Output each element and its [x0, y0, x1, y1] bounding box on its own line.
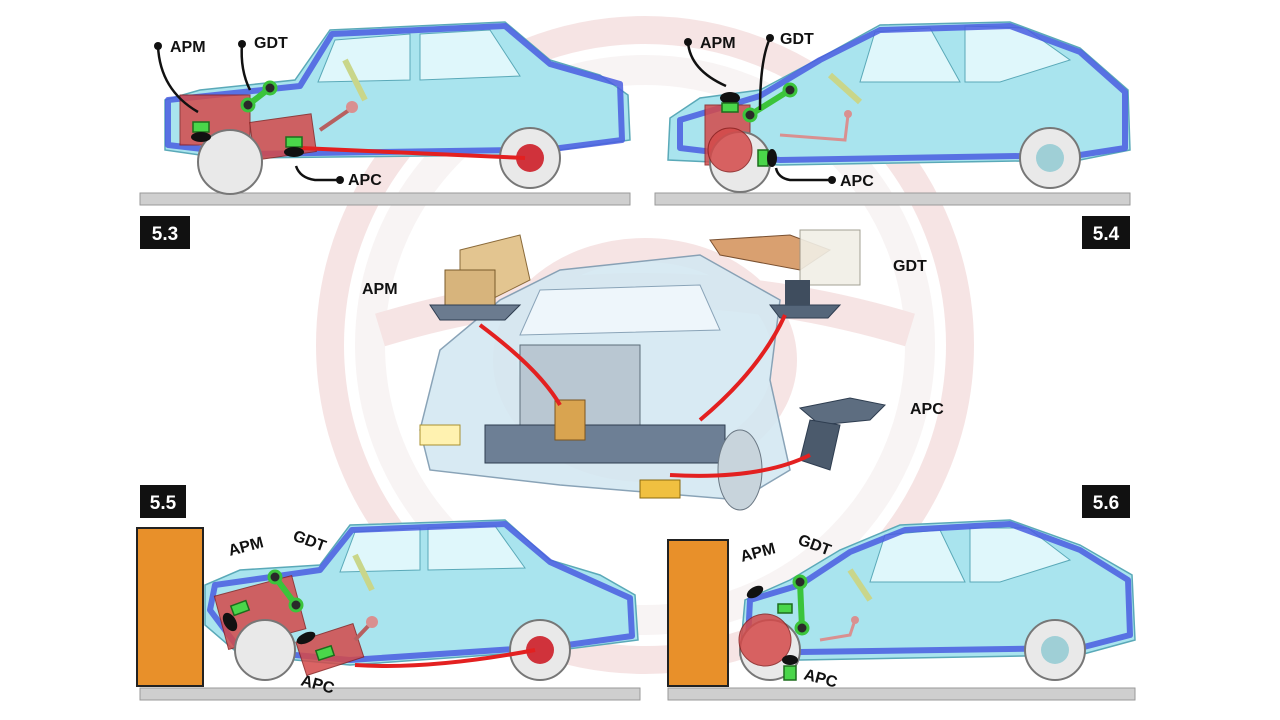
apc-mount — [314, 644, 336, 662]
road-strip — [139, 192, 631, 206]
apm-mount — [192, 121, 210, 133]
apc-mount-base — [296, 631, 316, 645]
panel-number: 5.6 — [1093, 493, 1119, 514]
label-apm: APM — [739, 540, 778, 566]
gdt-center-part — [554, 399, 586, 441]
label-apm: APM — [700, 35, 736, 52]
label-apc: APC — [910, 401, 944, 418]
gear-lever — [318, 106, 354, 132]
panel-5-5: APM GDT APC 5.5 — [136, 485, 641, 701]
apc-mount — [783, 665, 797, 681]
gdt-joint — [794, 620, 810, 636]
apm-leader — [156, 45, 199, 114]
label-apm: APM — [362, 281, 398, 298]
gear-knob — [366, 616, 378, 628]
windshield — [519, 284, 721, 336]
gdt-leader — [240, 43, 252, 91]
gdt-part — [709, 229, 861, 319]
panel-badge — [140, 485, 186, 518]
gdt-joint — [262, 80, 278, 96]
label-apc: APC — [840, 173, 874, 190]
apc-part — [798, 397, 887, 471]
gear-knob — [851, 616, 859, 624]
crash-barrier — [136, 527, 204, 687]
gdt-joint — [288, 597, 304, 613]
headlight — [419, 424, 461, 446]
label-apm: APM — [227, 534, 266, 560]
window — [419, 29, 521, 81]
crash-barrier — [667, 539, 729, 687]
gdt-joint — [267, 569, 283, 585]
gdt-link — [747, 87, 793, 118]
apc-leader — [294, 165, 340, 182]
steering-column — [352, 553, 375, 592]
apm-mount — [229, 599, 251, 617]
panel-5-6: APM GDT APC 5.6 — [667, 485, 1136, 701]
panel-5-4: APM GDT APC 5.4 — [654, 21, 1131, 249]
rear-wheel-hub — [1036, 144, 1064, 172]
gdt-joint — [240, 97, 256, 113]
apc-mount-base — [767, 149, 777, 167]
road-strip — [139, 687, 641, 701]
apc-mount — [285, 136, 303, 148]
gear-linkage — [819, 619, 857, 642]
subframe — [484, 424, 726, 464]
front-wheel — [234, 619, 296, 681]
label-gdt: GDT — [291, 528, 329, 556]
apm-mount-base — [222, 612, 238, 632]
apm-mount-base — [720, 92, 740, 104]
center-exploded-view: APM GDT APC — [362, 229, 944, 511]
gdt-connector — [698, 314, 787, 422]
engine-roller — [738, 613, 792, 667]
steering-column — [827, 72, 863, 105]
panel-badge — [1082, 216, 1130, 249]
panel-badge — [1082, 485, 1130, 518]
road-strip — [654, 192, 1131, 206]
apc-leader — [774, 167, 832, 182]
gdt-link — [797, 579, 805, 631]
label-apc: APC — [348, 172, 382, 189]
front-wheel — [197, 129, 263, 195]
apc-connector — [669, 453, 811, 478]
engine-roller — [707, 127, 753, 173]
indicator-light — [639, 479, 681, 499]
frame-outline — [165, 23, 625, 157]
panel-number: 5.3 — [152, 224, 178, 245]
label-gdt: GDT — [254, 35, 288, 52]
apm-leader — [686, 41, 727, 88]
apm-part — [429, 234, 531, 321]
apm-connector — [478, 323, 562, 406]
apc-mount-base — [284, 147, 304, 157]
steering-column — [342, 58, 368, 102]
gdt-joint — [782, 82, 798, 98]
gear-knob — [844, 110, 852, 118]
panel-number: 5.4 — [1093, 224, 1120, 245]
label-gdt: GDT — [780, 31, 814, 48]
steering-column — [847, 568, 873, 602]
gdt-joint — [742, 107, 758, 123]
label-gdt: GDT — [893, 258, 927, 275]
panel-number: 5.5 — [150, 493, 177, 514]
panel-5-3: APM GDT APC 5.3 — [139, 21, 631, 249]
apm-mount — [721, 102, 739, 113]
apm-mount — [777, 603, 793, 614]
apm-mount-base — [191, 132, 211, 142]
window — [317, 33, 411, 83]
rear-wheel-hub — [526, 636, 554, 664]
apc-mount — [757, 149, 769, 167]
rear-wheel-hub — [516, 144, 544, 172]
gdt-joint — [792, 574, 808, 590]
panel-badge — [140, 216, 190, 249]
apm-mount-base — [746, 585, 764, 599]
exhaust-pipe — [299, 146, 526, 160]
apc-mount-base — [782, 655, 798, 665]
label-apm: APM — [170, 39, 206, 56]
road-strip — [667, 687, 1136, 701]
gdt-leader — [758, 37, 772, 111]
exhaust-pipe — [354, 648, 536, 668]
rear-wheel-hub — [1041, 636, 1069, 664]
gear-knob — [346, 101, 358, 113]
gear-linkage — [779, 114, 850, 142]
